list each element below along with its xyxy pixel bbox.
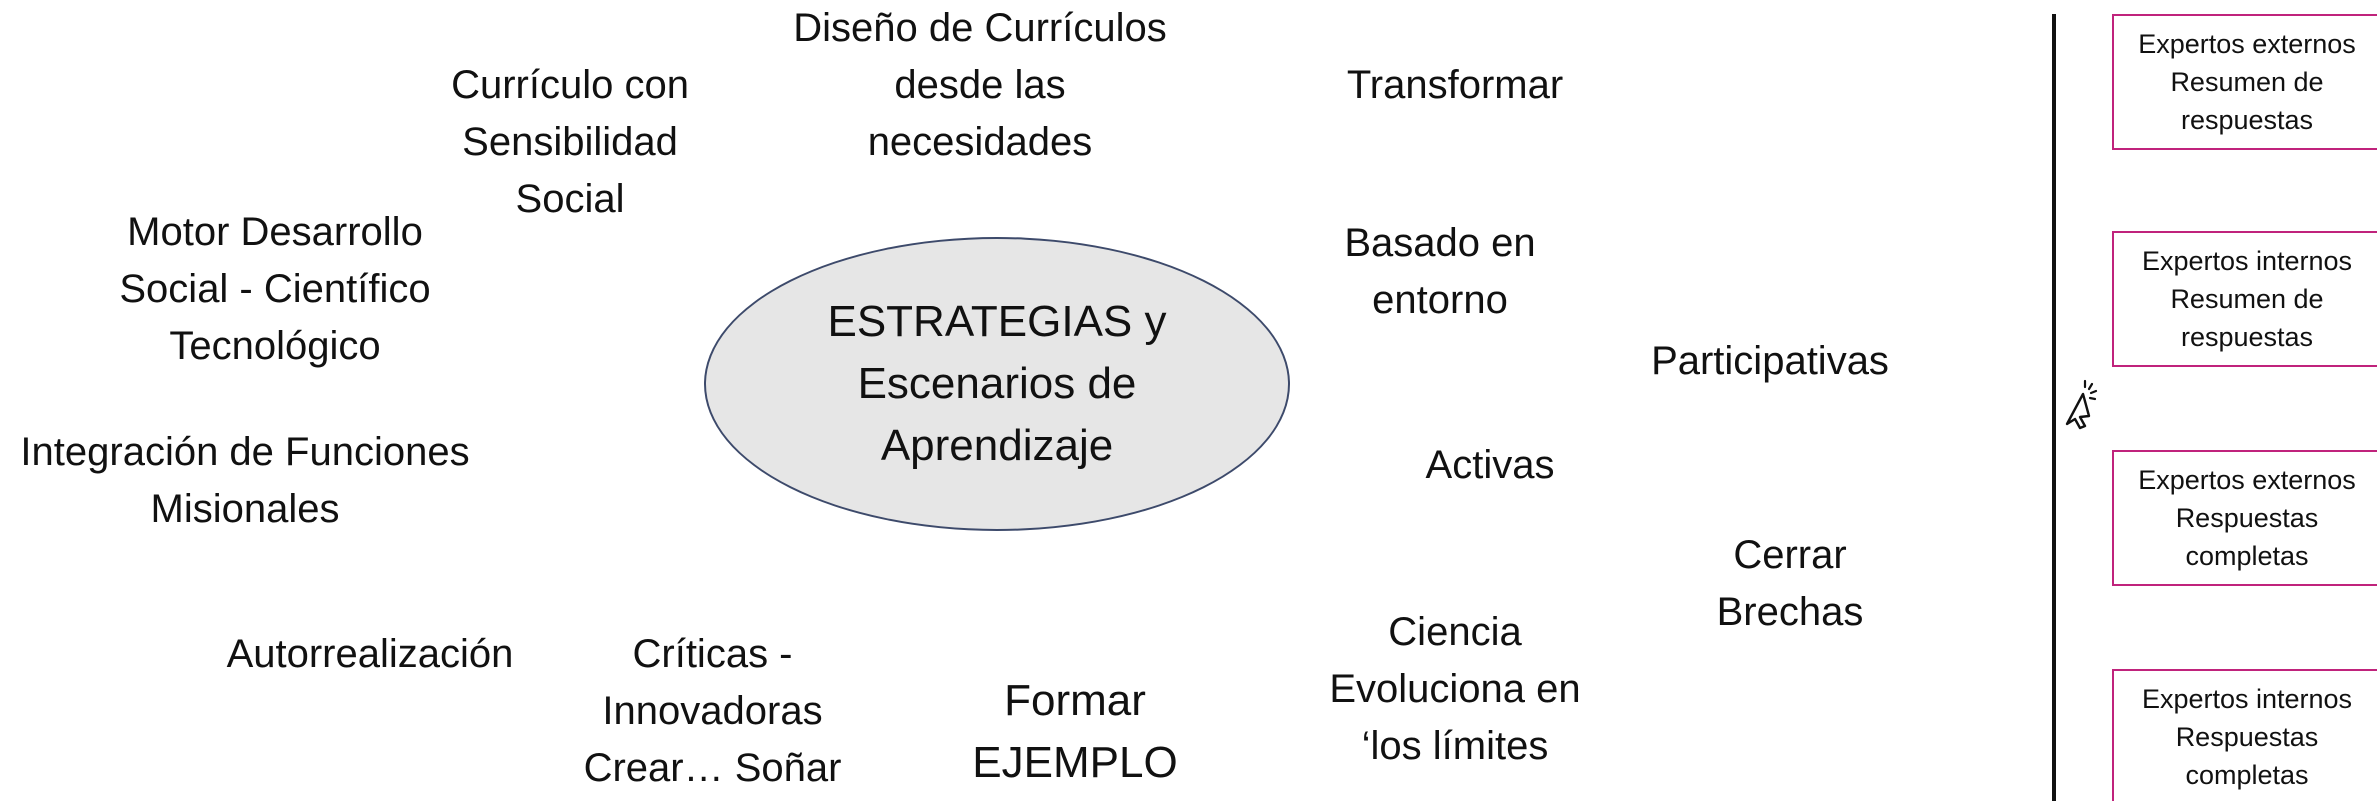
center-ellipse: ESTRATEGIAS y Escenarios de Aprendizaje (704, 237, 1290, 531)
term-cerrar-brechas: Cerrar Brechas (1716, 533, 1864, 634)
term-formar-ejemplo: Formar EJEMPLO (972, 676, 1178, 787)
term-diseno-curriculos: Diseño de Currículos desde las necesidad… (793, 6, 1167, 164)
btn-externos-resumen[interactable]: Expertos externos Resumen de respuestas (2112, 14, 2377, 150)
term-motor-desarrollo: Motor Desarrollo Social - Científico Tec… (119, 210, 431, 368)
term-transformar: Transformar (1346, 63, 1564, 107)
term-activas: Activas (1425, 443, 1555, 487)
term-curriculo-sensibilidad: Currículo con Sensibilidad Social (451, 63, 689, 221)
term-basado-entorno: Basado en entorno (1344, 221, 1536, 322)
btn-internos-completas[interactable]: Expertos internos Respuestas completas (2112, 669, 2377, 801)
btn-externos-completas-label: Expertos externos Respuestas completas (2138, 465, 2356, 571)
term-criticas-innovadoras: Críticas - Innovadoras Crear… Soñar (583, 632, 842, 790)
btn-internos-completas-label: Expertos internos Respuestas completas (2141, 684, 2353, 790)
center-label: ESTRATEGIAS y Escenarios de Aprendizaje (827, 297, 1167, 470)
side-divider (2052, 14, 2056, 801)
term-ciencia-evoluciona: Ciencia Evoluciona en ‘los límites (1329, 610, 1581, 768)
btn-externos-resumen-label: Expertos externos Resumen de respuestas (2138, 29, 2356, 135)
btn-internos-resumen[interactable]: Expertos internos Resumen de respuestas (2112, 231, 2377, 367)
btn-internos-resumen-label: Expertos internos Resumen de respuestas (2141, 246, 2353, 352)
term-autorrealizacion: Autorrealización (226, 632, 514, 676)
term-participativas: Participativas (1651, 339, 1889, 383)
click-pointer-icon (2061, 378, 2101, 430)
term-integracion-funciones: Integración de Funciones Misionales (20, 430, 470, 531)
btn-externos-completas[interactable]: Expertos externos Respuestas completas (2112, 450, 2377, 586)
